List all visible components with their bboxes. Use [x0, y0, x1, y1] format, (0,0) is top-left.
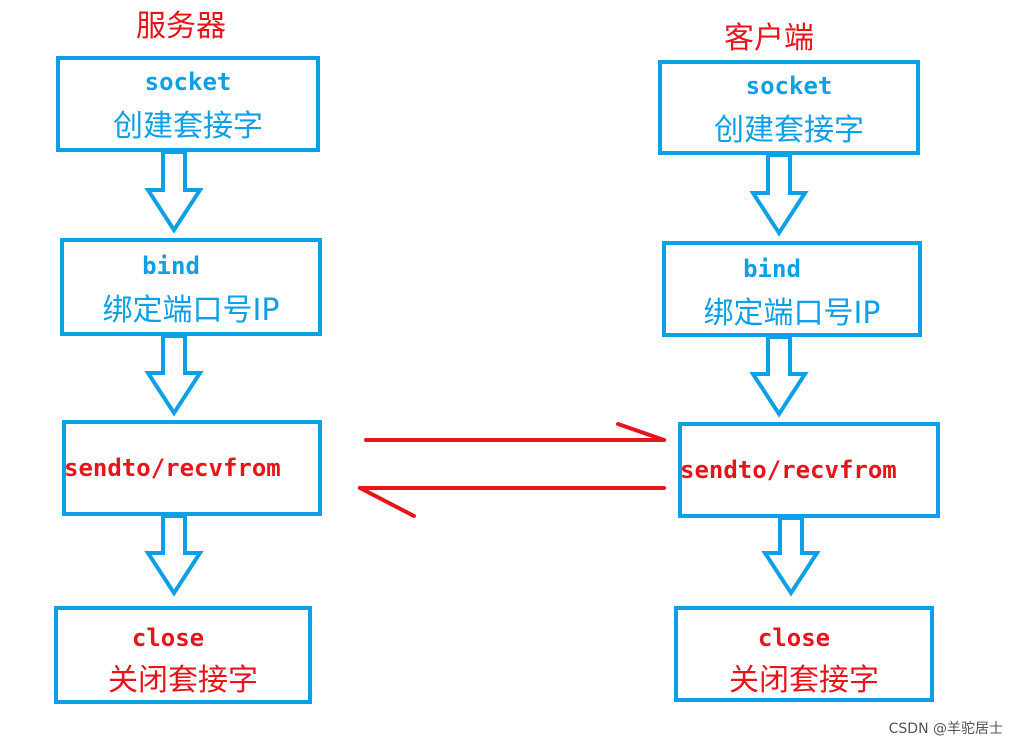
client-arrow-3 [761, 516, 821, 597]
client-socket-code: socket [745, 72, 833, 100]
client-bind-box: bind 绑定端口号IP [662, 241, 922, 337]
client-socket-desc: 创建套接字 [714, 113, 864, 148]
client-title: 客户端 [724, 21, 814, 56]
server-bind-code: bind [142, 252, 200, 280]
client-bind-desc: 绑定端口号IP [703, 296, 881, 331]
server-close-box: close 关闭套接字 [54, 606, 312, 704]
server-bind-box: bind 绑定端口号IP [60, 238, 322, 336]
server-title: 服务器 [136, 9, 226, 44]
client-close-box: close 关闭套接字 [674, 606, 934, 702]
send-arrow-head [616, 422, 666, 442]
server-sendto-box: sendto/recvfrom [62, 420, 322, 516]
client-close-desc: 关闭套接字 [729, 663, 879, 698]
client-close-code: close [757, 624, 831, 652]
client-arrow-2 [749, 335, 809, 418]
server-arrow-2 [144, 334, 204, 417]
client-arrow-1 [749, 153, 809, 237]
server-sendto-code: sendto/recvfrom [64, 454, 281, 482]
server-arrow-1 [144, 150, 204, 234]
server-socket-desc: 创建套接字 [113, 109, 263, 144]
recv-arrow-head [358, 486, 416, 518]
server-socket-code: socket [144, 68, 232, 96]
client-bind-code: bind [743, 255, 801, 283]
server-bind-desc: 绑定端口号IP [102, 293, 280, 328]
server-socket-box: socket 创建套接字 [56, 56, 320, 152]
client-sendto-code: sendto/recvfrom [680, 456, 897, 484]
server-close-desc: 关闭套接字 [108, 663, 258, 698]
client-sendto-box: sendto/recvfrom [678, 422, 940, 518]
watermark: CSDN @羊驼居士 [888, 721, 1003, 737]
client-socket-box: socket 创建套接字 [658, 60, 920, 155]
server-arrow-3 [144, 514, 204, 597]
server-close-code: close [131, 624, 205, 652]
